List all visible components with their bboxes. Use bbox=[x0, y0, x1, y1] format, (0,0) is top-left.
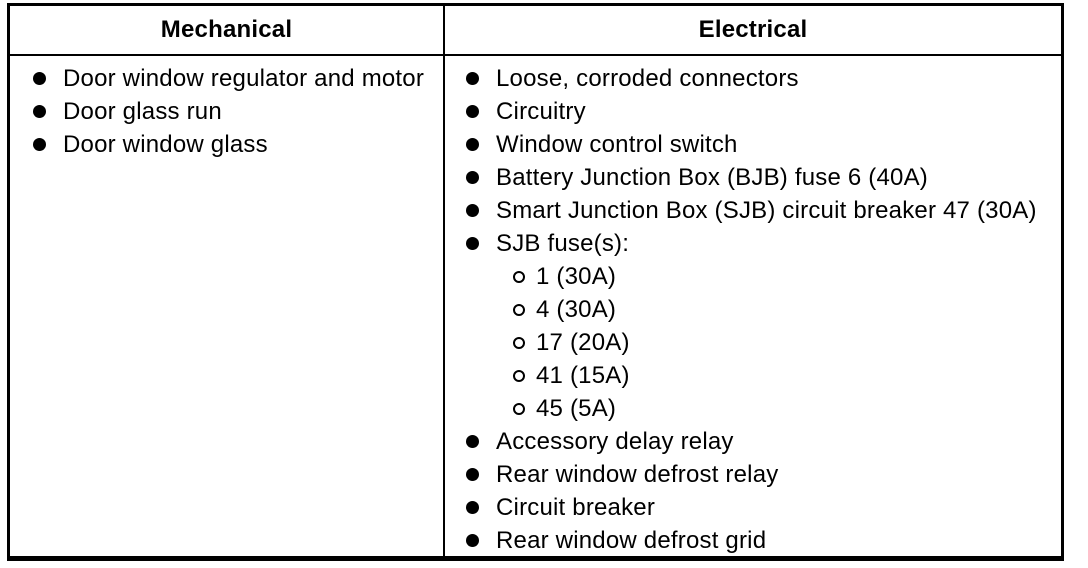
list-item-label: Door window regulator and motor bbox=[63, 65, 425, 92]
bullet-icon bbox=[466, 468, 479, 481]
list-item-label: Window control switch bbox=[496, 131, 738, 158]
list-item-label: Circuitry bbox=[496, 98, 586, 125]
list-item: Battery Junction Box (BJB) fuse 6 (40A) bbox=[466, 161, 1061, 194]
sub-list-item-label: 4 (30A) bbox=[536, 296, 617, 323]
table-body-row: Door window regulator and motor Door gla… bbox=[10, 56, 1061, 556]
column-header-electrical: Electrical bbox=[698, 16, 808, 43]
bullet-icon bbox=[466, 237, 479, 250]
table-header-row: Mechanical Electrical bbox=[10, 6, 1061, 56]
list-item-label: Smart Junction Box (SJB) circuit breaker… bbox=[496, 197, 1037, 224]
mechanical-list: Door window regulator and motor Door gla… bbox=[33, 62, 443, 161]
electrical-list: Loose, corroded connectors Circuitry Win… bbox=[466, 62, 1061, 557]
bullet-icon bbox=[466, 534, 479, 547]
list-item-label: Door window glass bbox=[63, 131, 268, 158]
sub-list-item: 41 (15A) bbox=[513, 359, 1061, 392]
list-item-label: Door glass run bbox=[63, 98, 222, 125]
list-item: Loose, corroded connectors bbox=[466, 62, 1061, 95]
bullet-icon bbox=[466, 501, 479, 514]
sub-list-item-label: 41 (15A) bbox=[536, 362, 630, 389]
bullet-icon bbox=[466, 435, 479, 448]
sub-list-item: 17 (20A) bbox=[513, 326, 1061, 359]
bullet-icon bbox=[466, 204, 479, 217]
list-item-label: Accessory delay relay bbox=[496, 428, 734, 455]
list-item: Circuitry bbox=[466, 95, 1061, 128]
sjb-fuse-sublist: 1 (30A) 4 (30A) 17 (20A) bbox=[513, 260, 1061, 425]
bullet-icon bbox=[466, 72, 479, 85]
open-circle-icon bbox=[513, 403, 525, 415]
list-item: Door window regulator and motor bbox=[33, 62, 443, 95]
sub-list-item-label: 17 (20A) bbox=[536, 329, 630, 356]
sub-list-item: 4 (30A) bbox=[513, 293, 1061, 326]
sub-list-item-label: 45 (5A) bbox=[536, 395, 617, 422]
bullet-icon bbox=[466, 138, 479, 151]
column-header-mechanical: Mechanical bbox=[10, 6, 445, 54]
sub-list-item-label: 1 (30A) bbox=[536, 263, 617, 290]
list-item: Window control switch bbox=[466, 128, 1061, 161]
list-item-label: Loose, corroded connectors bbox=[496, 65, 799, 92]
electrical-cell: Loose, corroded connectors Circuitry Win… bbox=[445, 56, 1061, 556]
list-item: Rear window defrost grid bbox=[466, 524, 1061, 557]
list-item: Rear window defrost relay bbox=[466, 458, 1061, 491]
bullet-icon bbox=[33, 138, 46, 151]
open-circle-icon bbox=[513, 337, 525, 349]
list-item: Door window glass bbox=[33, 128, 443, 161]
list-item-label: Rear window defrost grid bbox=[496, 527, 767, 554]
mechanical-cell: Door window regulator and motor Door gla… bbox=[10, 56, 445, 556]
list-item-label: Battery Junction Box (BJB) fuse 6 (40A) bbox=[496, 164, 928, 191]
diagnosis-cause-table: Mechanical Electrical Door window regula… bbox=[7, 3, 1064, 561]
list-item: Circuit breaker bbox=[466, 491, 1061, 524]
list-item: SJB fuse(s): 1 (30A) 4 (30A) bbox=[466, 227, 1061, 425]
list-item-label: Circuit breaker bbox=[496, 494, 656, 521]
open-circle-icon bbox=[513, 271, 525, 283]
list-item: Smart Junction Box (SJB) circuit breaker… bbox=[466, 194, 1061, 227]
list-item: Door glass run bbox=[33, 95, 443, 128]
open-circle-icon bbox=[513, 304, 525, 316]
sub-list-item: 45 (5A) bbox=[513, 392, 1061, 425]
bullet-icon bbox=[466, 171, 479, 184]
bullet-icon bbox=[33, 105, 46, 118]
list-item-label: Rear window defrost relay bbox=[496, 461, 779, 488]
sub-list-item: 1 (30A) bbox=[513, 260, 1061, 293]
list-item-label: SJB fuse(s): bbox=[496, 230, 630, 257]
list-item: Accessory delay relay bbox=[466, 425, 1061, 458]
bullet-icon bbox=[466, 105, 479, 118]
open-circle-icon bbox=[513, 370, 525, 382]
bullet-icon bbox=[33, 72, 46, 85]
